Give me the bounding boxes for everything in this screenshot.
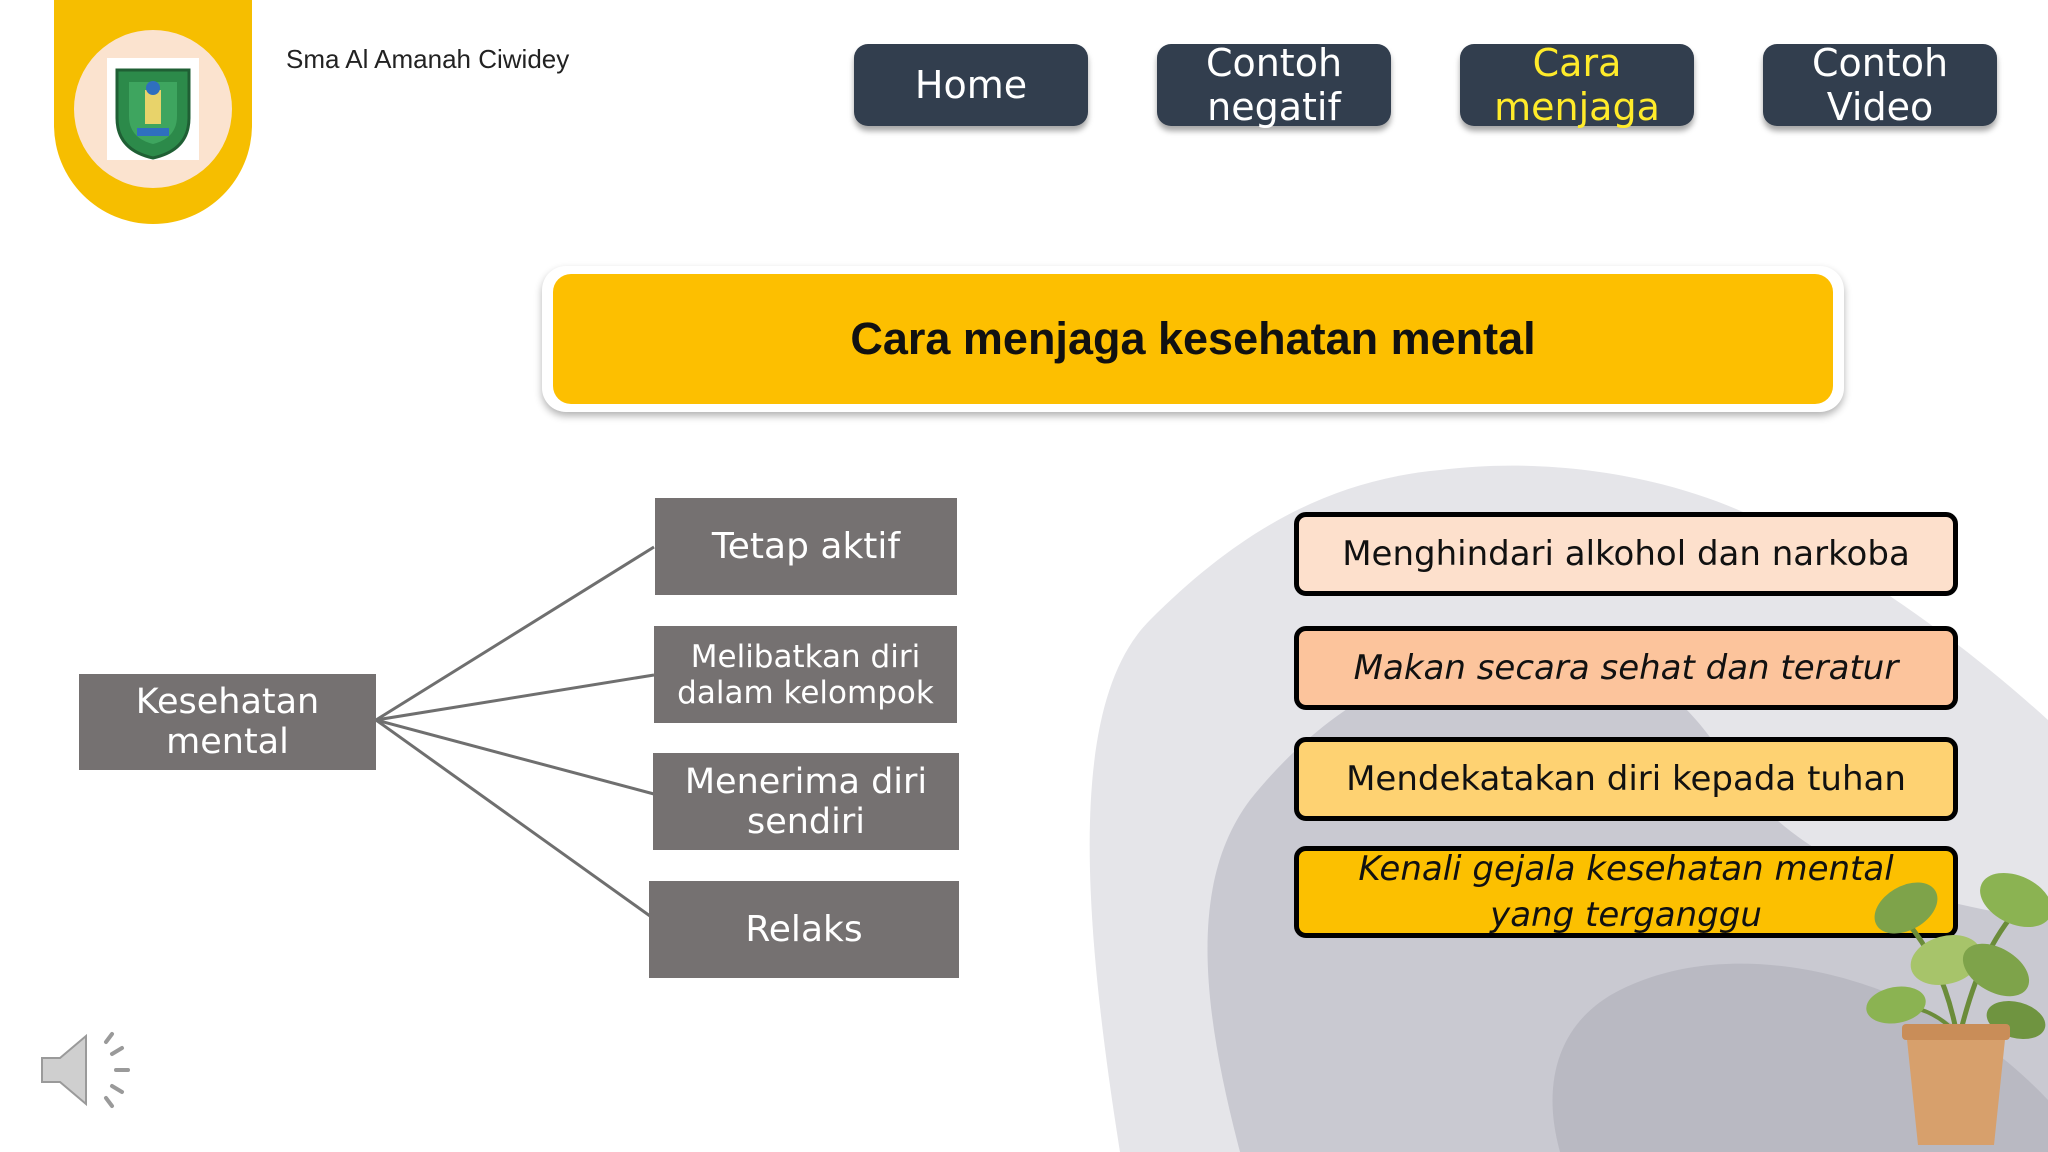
- nav-contoh-negatif-label: Contoh negatif: [1205, 41, 1343, 129]
- nav-contoh-video-button[interactable]: Contoh Video: [1763, 41, 1997, 129]
- nav-contoh-negatif-button[interactable]: Contoh negatif: [1157, 41, 1391, 129]
- logo-circle: [74, 30, 232, 188]
- speaker-icon[interactable]: [38, 1020, 148, 1120]
- mindmap-branch-menerima-diri: Menerima diri sendiri: [653, 753, 959, 850]
- tip-item-2: Makan secara sehat dan teratur: [1294, 626, 1958, 710]
- nav-contoh-video-label: Contoh Video: [1811, 41, 1949, 129]
- page-title: Cara menjaga kesehatan mental: [850, 313, 1536, 364]
- tip-text: Mendekatakan diri kepada tuhan: [1346, 759, 1906, 799]
- mindmap-branch-relaks: Relaks: [649, 881, 959, 978]
- logo-badge: [54, 0, 252, 224]
- tip-text: Menghindari alkohol dan narkoba: [1342, 534, 1910, 574]
- title-frame: Cara menjaga kesehatan mental: [542, 266, 1844, 412]
- nav-home-label: Home: [914, 63, 1028, 107]
- tip-item-3: Mendekatakan diri kepada tuhan: [1294, 737, 1958, 821]
- mindmap-branch-melibatkan-diri: Melibatkan diri dalam kelompok: [654, 626, 957, 723]
- tip-text: Kenali gejala kesehatan mental yang terg…: [1358, 849, 1894, 935]
- school-crest-icon: [107, 58, 199, 160]
- nav-cara-menjaga-button[interactable]: Cara menjaga: [1460, 41, 1694, 129]
- nav-cara-menjaga-label: Cara menjaga: [1494, 41, 1660, 129]
- potted-plant-icon: [1866, 872, 2048, 1145]
- mindmap-root: Kesehatan mental: [79, 674, 376, 770]
- school-name: Sma Al Amanah Ciwidey: [286, 44, 570, 74]
- mindmap-branch-tetap-aktif: Tetap aktif: [655, 498, 957, 595]
- title-banner: Cara menjaga kesehatan mental: [553, 274, 1833, 404]
- tip-item-1: Menghindari alkohol dan narkoba: [1294, 512, 1958, 596]
- tip-text: Makan secara sehat dan teratur: [1353, 648, 1899, 688]
- tip-item-4: Kenali gejala kesehatan mental yang terg…: [1294, 846, 1958, 938]
- nav-home-button[interactable]: Home: [854, 44, 1088, 126]
